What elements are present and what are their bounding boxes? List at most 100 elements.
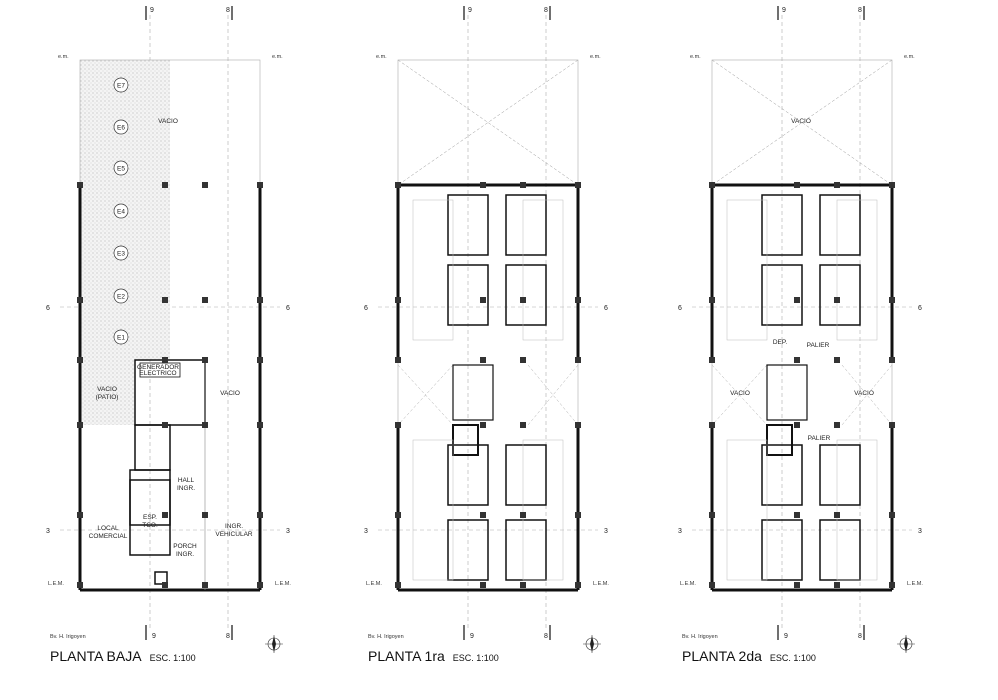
column	[77, 182, 83, 188]
column	[794, 422, 800, 428]
column	[395, 582, 401, 588]
column	[257, 512, 263, 518]
void-cross	[711, 364, 768, 426]
axis-label: 9	[784, 633, 788, 640]
column	[889, 512, 895, 518]
room-label: VEHICULAR	[215, 531, 253, 538]
room-label: PALIER	[807, 342, 830, 349]
column	[709, 297, 715, 303]
axis-label: 3	[364, 528, 368, 535]
stair-marker	[113, 245, 129, 261]
room-label: LOCAL	[97, 525, 119, 532]
elevator	[452, 424, 479, 456]
bathroom-core	[761, 444, 803, 506]
axis-label: 9	[150, 7, 154, 14]
north-arrow-icon	[265, 635, 283, 653]
void-cross	[841, 364, 893, 426]
column	[162, 297, 168, 303]
lem-label: L.E.M.	[366, 581, 382, 587]
room-label: GENERADOR	[137, 364, 179, 371]
column	[395, 357, 401, 363]
column	[480, 182, 486, 188]
room-label: VACIO	[730, 390, 750, 397]
room-wall	[134, 424, 171, 471]
em-label: e.m.	[58, 54, 69, 60]
apartment-room	[522, 199, 564, 341]
bathroom-core	[819, 264, 861, 326]
room-label: VACIO	[791, 118, 811, 125]
column	[395, 297, 401, 303]
column	[77, 297, 83, 303]
axis-label: 8	[858, 633, 862, 640]
axis-label: 8	[226, 633, 230, 640]
void-cross	[711, 59, 893, 186]
column	[257, 357, 263, 363]
column	[395, 512, 401, 518]
stair-marker	[113, 119, 129, 135]
column	[834, 512, 840, 518]
stair-marker	[113, 203, 129, 219]
em-label: e.m.	[690, 54, 701, 60]
stair-marker	[113, 160, 129, 176]
column	[202, 182, 208, 188]
bathroom-core	[447, 264, 489, 326]
column	[480, 582, 486, 588]
bathroom-core	[761, 194, 803, 256]
lem-label: L.E.M.	[680, 581, 696, 587]
bathroom-core	[447, 194, 489, 256]
apartment-room	[522, 439, 564, 581]
room-label: DEP.	[773, 339, 788, 346]
north-arrow-icon	[583, 635, 601, 653]
room-label: (PATIO)	[96, 394, 119, 401]
stair-marker	[113, 288, 129, 304]
axis-label: 3	[678, 528, 682, 535]
column	[202, 422, 208, 428]
bathroom-core	[819, 444, 861, 506]
apartment-room	[412, 199, 454, 341]
em-label: e.m.	[904, 54, 915, 60]
room-label: ESP.	[143, 514, 157, 521]
bathroom-core	[761, 519, 803, 581]
column	[520, 357, 526, 363]
axis-label: 9	[152, 633, 156, 640]
bathroom-core	[505, 519, 547, 581]
room-label: VACIO	[97, 386, 117, 393]
bathroom-core	[761, 264, 803, 326]
apartment-room	[836, 199, 878, 341]
column	[480, 297, 486, 303]
axis-label: 3	[604, 528, 608, 535]
bathroom-core	[819, 194, 861, 256]
column	[834, 422, 840, 428]
column	[889, 422, 895, 428]
column	[834, 297, 840, 303]
column	[77, 512, 83, 518]
lem-label: L.E.M.	[48, 581, 64, 587]
north-arrow-needle	[272, 636, 276, 652]
room-label: PORCH	[173, 543, 197, 550]
axis-label: 6	[604, 305, 608, 312]
void-cross	[841, 364, 893, 426]
room-label: INGR.	[176, 551, 194, 558]
void-cross	[711, 59, 893, 186]
column	[520, 297, 526, 303]
column	[257, 422, 263, 428]
void-cross	[397, 59, 579, 186]
column	[575, 422, 581, 428]
axis-label: 8	[544, 633, 548, 640]
apartment-room	[836, 439, 878, 581]
axis-label: 9	[782, 7, 786, 14]
column	[889, 582, 895, 588]
column	[794, 297, 800, 303]
em-label: e.m.	[272, 54, 283, 60]
apartment-room	[726, 199, 768, 341]
column	[480, 422, 486, 428]
lem-label: L.E.M.	[275, 581, 291, 587]
room-label: VACIO	[854, 390, 874, 397]
plan-3: 98986633e.m.e.m.L.E.M.L.E.M.VACIODEP.PAL…	[678, 6, 923, 664]
column	[395, 182, 401, 188]
street-label: Bv. H. Irigoyen	[368, 634, 404, 640]
void-cross	[397, 364, 454, 426]
column	[480, 512, 486, 518]
